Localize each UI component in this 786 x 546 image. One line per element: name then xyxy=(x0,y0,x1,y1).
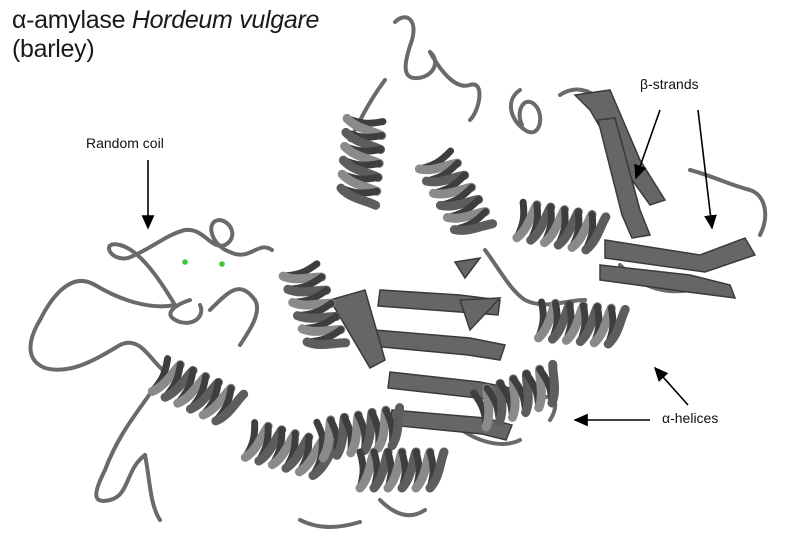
title-common-name: (barley) xyxy=(12,35,95,63)
helix-turn-front xyxy=(302,337,351,350)
helix-turn-front xyxy=(449,219,498,235)
ion-dot-1 xyxy=(182,259,188,265)
helix-turn-front xyxy=(547,359,560,408)
beta-strand-arrow-2 xyxy=(697,109,717,230)
label-alpha-helices: α-helices xyxy=(662,410,719,426)
figure-title: α-amylase Hordeum vulgare (barley) xyxy=(12,6,319,64)
helix-turn-front xyxy=(211,389,249,426)
beta-strand-sheets xyxy=(328,89,757,441)
title-species: Hordeum vulgare xyxy=(131,6,320,34)
helix-turn-front xyxy=(425,447,449,493)
helix-turn-front xyxy=(603,304,630,349)
alpha-helix-arrow-1 xyxy=(653,366,689,406)
label-beta-strands: β-strands xyxy=(640,76,699,92)
helix-turn-front xyxy=(336,183,381,210)
beta-strand-arrow-1 xyxy=(634,109,661,180)
title-prefix: α-amylase xyxy=(12,6,132,34)
helix-turn-front xyxy=(581,212,611,255)
alpha-helix-coils xyxy=(147,113,630,493)
helix-turn-front xyxy=(387,403,405,451)
label-random-coil: Random coil xyxy=(86,135,164,151)
ion-dot-2 xyxy=(219,261,225,267)
